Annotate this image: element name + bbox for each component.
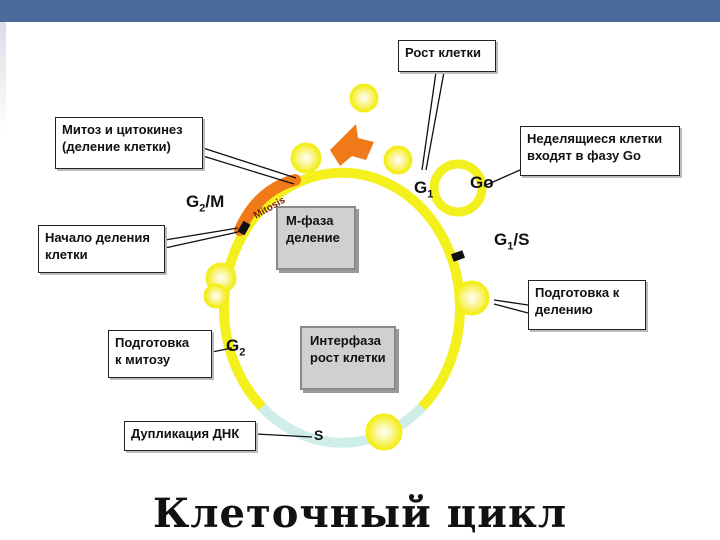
phase-g1s: G1/S bbox=[494, 230, 529, 252]
phase-letter: G bbox=[186, 192, 200, 211]
cell-shape bbox=[290, 142, 322, 174]
left-edge-shadow bbox=[0, 22, 6, 132]
phase-g1: G1 bbox=[414, 178, 433, 200]
label-text: Дупликация ДНК bbox=[131, 426, 240, 441]
phase-suffix: /M bbox=[205, 192, 225, 211]
label-dna-duplication: Дупликация ДНК bbox=[124, 421, 256, 451]
phase-g2m: G2/M bbox=[186, 192, 224, 214]
phase-letter: G bbox=[226, 336, 240, 355]
phase-letter: S bbox=[314, 427, 324, 443]
cycle-ring-yellow bbox=[219, 167, 465, 412]
phase-go: Go bbox=[470, 173, 494, 193]
phase-letter: Go bbox=[470, 173, 494, 192]
top-header-bar bbox=[0, 0, 720, 22]
label-text: (деление клетки) bbox=[62, 139, 171, 154]
label-text: Подготовка bbox=[115, 335, 190, 350]
leader-lines bbox=[164, 71, 529, 438]
label-text: Неделящиеся клетки bbox=[527, 131, 663, 146]
cell-shape bbox=[349, 83, 379, 113]
cell-shape bbox=[454, 280, 490, 316]
cell-shape bbox=[203, 283, 229, 309]
label-division-start: Начало деления клетки bbox=[38, 225, 165, 273]
label-text: входят в фазу Go bbox=[527, 148, 641, 163]
interphase-subtitle: рост клетки bbox=[310, 350, 386, 365]
interphase-title: Интерфаза bbox=[310, 333, 382, 348]
label-text: клетки bbox=[45, 247, 88, 262]
phase-subscript: 2 bbox=[199, 202, 206, 215]
label-prep-division: Подготовка к делению bbox=[528, 280, 646, 330]
checkpoint-g2m bbox=[237, 220, 251, 236]
label-mitosis-cytokinesis: Митоз и цитокинез (деление клетки) bbox=[55, 117, 203, 169]
mphase-title: М-фаза bbox=[286, 213, 334, 228]
go-loop bbox=[429, 159, 487, 217]
phase-subscript: 1 bbox=[427, 188, 434, 201]
checkpoint-g1s bbox=[450, 250, 466, 262]
phase-g2: G2 bbox=[226, 336, 245, 358]
cycle-ring-s-phase bbox=[258, 403, 426, 448]
page-title: Клеточный цикл bbox=[152, 490, 568, 537]
cell-shape bbox=[383, 145, 413, 175]
cell-shape bbox=[365, 413, 403, 451]
label-text: Рост клетки bbox=[405, 45, 482, 60]
mphase-subtitle: деление bbox=[286, 230, 340, 245]
label-text: Начало деления bbox=[45, 230, 150, 245]
label-text: к митозу bbox=[115, 352, 171, 367]
label-text: Подготовка к bbox=[535, 285, 620, 300]
phase-subscript: 1 bbox=[507, 240, 514, 253]
label-cell-growth: Рост клетки bbox=[398, 40, 496, 72]
phase-s: S bbox=[314, 427, 323, 443]
division-arrow bbox=[330, 124, 374, 166]
phase-letter: G bbox=[414, 178, 428, 197]
phase-suffix: /S bbox=[513, 230, 530, 249]
phase-subscript: 2 bbox=[239, 346, 246, 359]
label-text: делению bbox=[535, 302, 593, 317]
label-prep-mitosis: Подготовка к митозу bbox=[108, 330, 212, 378]
label-text: Митоз и цитокинез bbox=[62, 122, 183, 137]
mphase-box: М-фаза деление bbox=[276, 206, 356, 270]
interphase-box: Интерфаза рост клетки bbox=[300, 326, 396, 390]
phase-letter: G bbox=[494, 230, 508, 249]
label-non-dividing: Неделящиеся клетки входят в фазу Go bbox=[520, 126, 680, 176]
